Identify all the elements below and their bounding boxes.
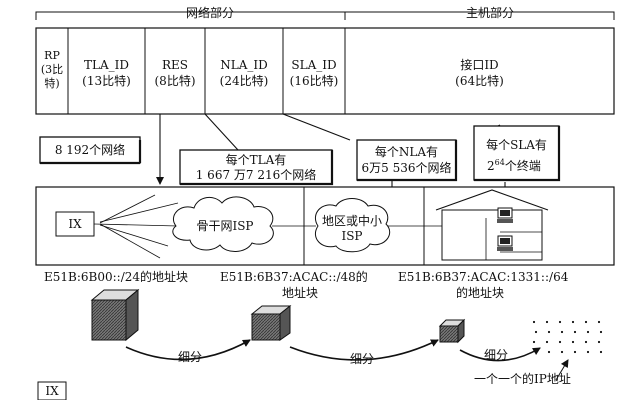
legend-ix-box: [37, 381, 67, 400]
subdivide-label-2: 细分: [350, 352, 375, 366]
backbone-isp-label: 骨干网ISP: [196, 219, 254, 233]
legend-ix-label: IX: [45, 384, 59, 398]
ip-dot: [545, 320, 549, 324]
ip-dot: [532, 340, 536, 344]
block-48-label-2: 地址块: [282, 286, 319, 300]
ip-dot: [584, 320, 588, 324]
field-rp-name: RP: [44, 49, 60, 62]
backbone-isp-cloud: [172, 196, 274, 252]
ip-dot: [599, 350, 603, 354]
callout-tla-networks-text: 8 192个网络: [54, 143, 126, 157]
field-res-bits: (8比特): [154, 74, 196, 88]
callout-each-tla-line1: 每个TLA有: [225, 153, 287, 167]
ip-dot: [586, 350, 590, 354]
ip-dot: [558, 340, 562, 344]
subdivide-label-1: 细分: [178, 350, 203, 364]
ip-dot: [573, 350, 577, 354]
callout-tla-networks: [39, 136, 142, 165]
field-rp-bits-1: (3比: [40, 63, 64, 76]
ip-dot: [532, 320, 536, 324]
ip-dot: [534, 330, 538, 334]
ip-addresses-label: 一个一个的IP地址: [474, 372, 571, 386]
subdivide-label-3: 细分: [484, 348, 509, 362]
site-building-icon: [435, 189, 549, 261]
ip-dot: [560, 350, 564, 354]
field-sla-name: SLA_ID: [291, 58, 337, 72]
ip-dot: [584, 340, 588, 344]
field-interface-id-bits: (64比特): [455, 74, 504, 88]
field-res-name: RES: [161, 58, 188, 72]
ip-dot: [597, 340, 601, 344]
callout-each-tla: [179, 149, 334, 186]
host-part-brace: [344, 11, 615, 20]
sla-exponent: 64: [494, 158, 505, 167]
ip-dot: [560, 330, 564, 334]
sla-suffix: 个终端: [504, 159, 541, 173]
block-24-label: E51B:6B00::/24的地址块: [44, 270, 189, 284]
callout-each-sla-line1: 每个SLA有: [486, 138, 547, 152]
field-rp-bits-2: 特): [44, 77, 60, 90]
ip-dot: [558, 320, 562, 324]
field-sla-bits: (16比特): [289, 74, 339, 88]
host-part-label: 主机部分: [465, 6, 514, 20]
ip-dot: [534, 350, 538, 354]
ip-dot: [573, 330, 577, 334]
ip-address-dots: [532, 320, 603, 354]
ip-dot: [571, 320, 575, 324]
ip-dot: [571, 340, 575, 344]
computer-icon: [497, 207, 513, 251]
regional-isp-line1: 地区或中小: [321, 214, 382, 228]
block-48-label-1: E51B:6B37:ACAC::/48的: [220, 270, 368, 284]
regional-isp-cloud: [314, 198, 391, 253]
address-format-box: [35, 27, 615, 115]
ip-dot: [599, 330, 603, 334]
ip-dot: [545, 340, 549, 344]
ix-label: IX: [68, 217, 82, 231]
address-block-24: [90, 288, 140, 342]
address-block-48: [250, 304, 292, 341]
address-block-64: [438, 318, 466, 344]
ip-dot: [547, 330, 551, 334]
ip-dot: [547, 350, 551, 354]
field-interface-id-name: 接口ID: [460, 58, 499, 72]
field-nla-bits: (24比特): [219, 74, 269, 88]
callout-each-nla-line2: 6万5 536个网络: [361, 161, 452, 175]
field-tla-bits: (13比特): [82, 74, 131, 88]
ip-dot: [586, 330, 590, 334]
regional-isp-line2: ISP: [341, 229, 363, 243]
network-part-label: 网络部分: [185, 6, 234, 20]
callout-each-sla: [473, 125, 561, 182]
subdivide-arrows: [125, 339, 541, 362]
backbone-spokes: [93, 194, 179, 259]
block-64-label-1: E51B:6B37:ACAC:1331::/64: [398, 270, 569, 284]
field-tla-name: TLA_ID: [84, 58, 129, 72]
callout-each-sla-line2: 264个终端: [487, 156, 541, 173]
callout-each-nla: [356, 139, 458, 182]
ip-dot: [597, 320, 601, 324]
field-nla-name: NLA_ID: [220, 58, 268, 72]
ip-pointer: [555, 359, 569, 381]
callout-each-nla-line1: 每个NLA有: [374, 145, 439, 159]
block-64-label-2: 的地址块: [456, 286, 505, 300]
callout-each-tla-line2: 1 667 万7 216个网络: [195, 168, 317, 182]
sla-base: 2: [487, 159, 495, 173]
